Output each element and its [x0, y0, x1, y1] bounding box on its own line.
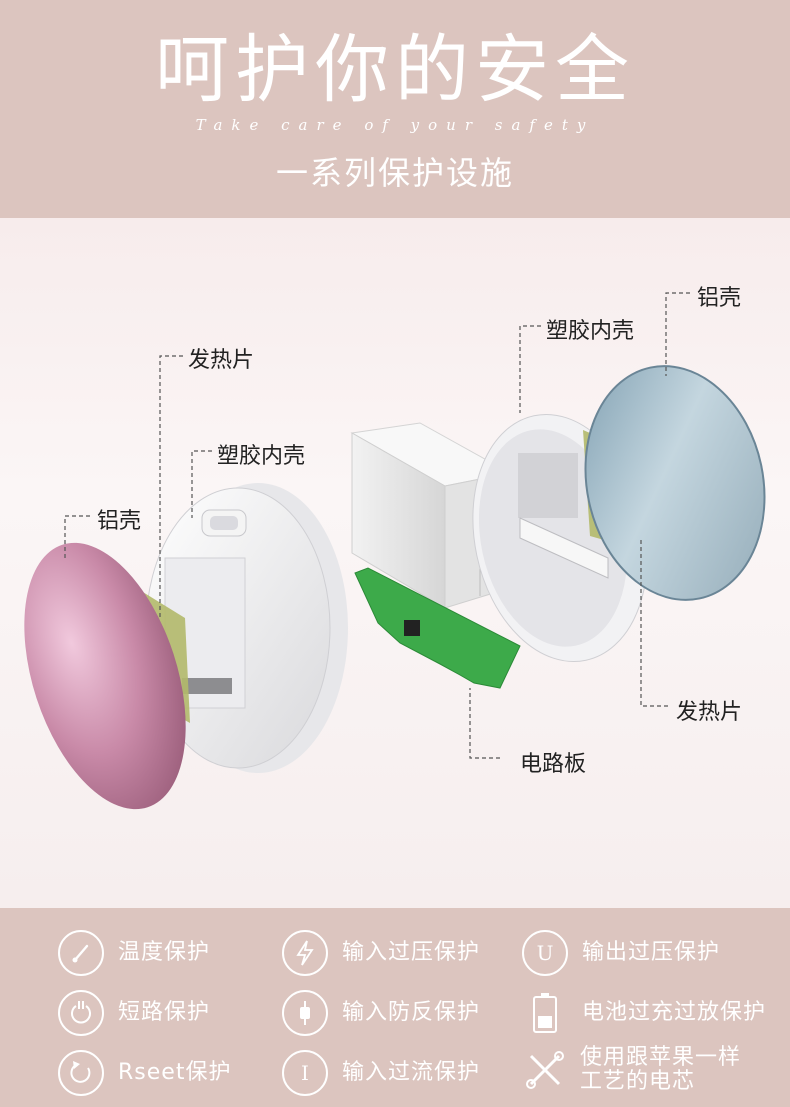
feature-label: Rseet保护: [118, 1060, 232, 1085]
callout-circuit-board: 电路板: [520, 752, 587, 777]
header-banner: 呵护你的安全 Take care of your safety 一系列保护设施: [0, 0, 790, 218]
u-letter-icon: U: [522, 930, 568, 976]
callout-left-aluminum-shell: 铝壳: [97, 509, 142, 534]
feature-label: 短路保护: [118, 1000, 211, 1025]
callout-right-aluminum-shell: 铝壳: [697, 286, 742, 311]
feature-output-overvoltage: U 输出过压保护: [522, 930, 720, 976]
reset-icon: [58, 1050, 104, 1096]
callout-right-plastic-shell: 塑胶内壳: [546, 319, 635, 344]
feature-label: 电池过充过放保护: [582, 1000, 767, 1025]
callout-left-heat-sheet: 发热片: [188, 348, 255, 373]
left-aluminum-shell: [24, 542, 186, 810]
feature-temperature: 温度保护: [58, 930, 210, 976]
feature-label: 温度保护: [118, 940, 211, 965]
product-illustration: [24, 292, 766, 810]
feature-battery-protection: 电池过充过放保护: [522, 990, 766, 1036]
feature-reverse-input: 输入防反保护: [282, 990, 480, 1036]
right-aluminum-shell: [584, 365, 766, 601]
page-title: 呵护你的安全: [155, 27, 635, 113]
leader-lines: [64, 292, 690, 759]
lightning-icon: [282, 930, 328, 976]
exploded-product-diagram: 发热片 塑胶内壳 铝壳 铝壳 塑胶内壳 发热片 电路板: [0, 218, 790, 908]
feature-label: 输入防反保护: [342, 1000, 481, 1025]
protection-features-panel: 温度保护 输入过压保护 U 输出过压保护 短路保护 输入防反保护 电池过充过放保…: [0, 908, 790, 1107]
plug-icon: [282, 990, 328, 1036]
callout-right-heat-sheet: 发热片: [676, 700, 743, 725]
feature-label: 输入过压保护: [342, 940, 481, 965]
pcb-chip: [404, 620, 420, 636]
tools-icon: [522, 1047, 568, 1093]
i-letter-icon: I: [282, 1050, 328, 1096]
feature-label-line1: 使用跟苹果一样: [580, 1045, 742, 1070]
feature-label: 使用跟苹果一样 工艺的电芯: [580, 1046, 741, 1094]
feature-input-overcurrent: I 输入过流保护: [282, 1050, 480, 1096]
feature-short-circuit: 短路保护: [58, 990, 210, 1036]
circuit-board: [354, 567, 521, 689]
chinese-subtitle: 一系列保护设施: [275, 154, 514, 192]
feature-input-overvoltage: 输入过压保护: [282, 930, 480, 976]
power-icon: [58, 990, 104, 1036]
english-subtitle: Take care of your safety: [195, 116, 595, 134]
feature-apple-grade-cells: 使用跟苹果一样 工艺的电芯: [522, 1046, 741, 1094]
feature-label: 输出过压保护: [582, 940, 721, 965]
feature-label-line2: 工艺的电芯: [580, 1069, 696, 1094]
feature-reset: Rseet保护: [58, 1050, 231, 1096]
battery-icon: [522, 990, 568, 1036]
feature-label: 输入过流保护: [342, 1060, 481, 1085]
thermometer-icon: [58, 930, 104, 976]
callout-left-plastic-shell: 塑胶内壳: [217, 444, 306, 469]
